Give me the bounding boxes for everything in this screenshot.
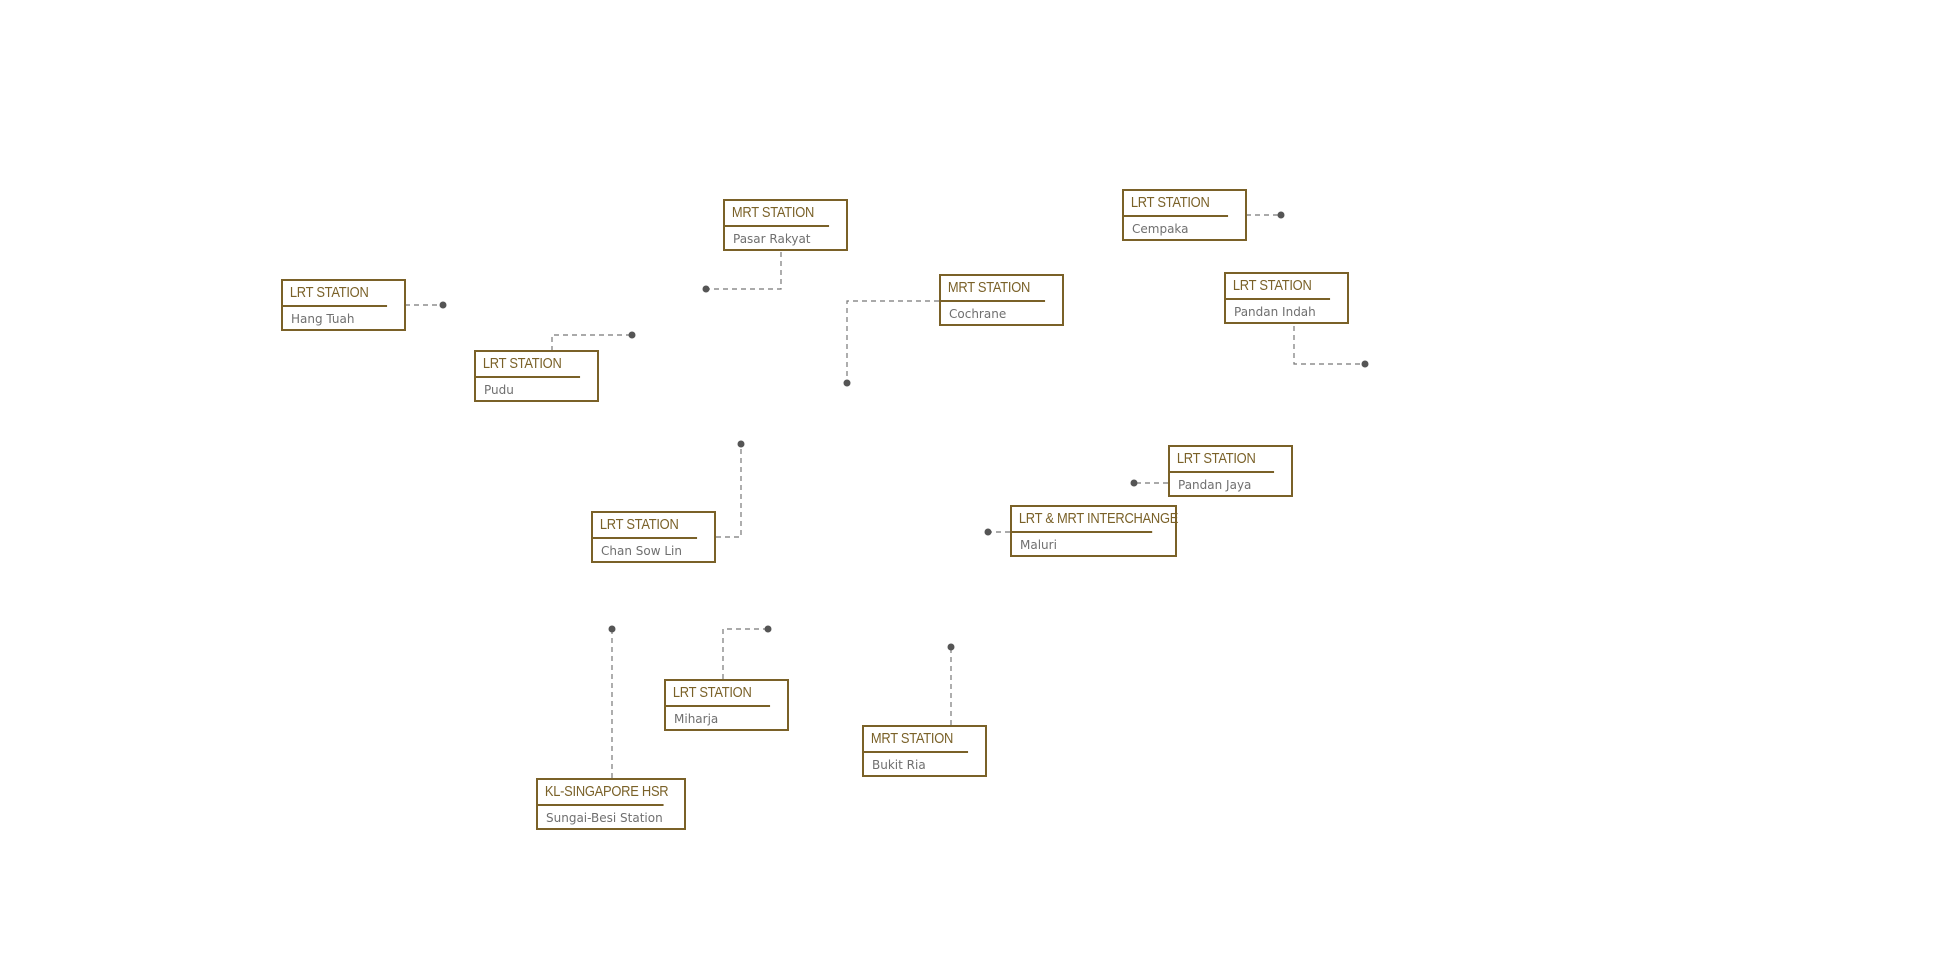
station-name-label: Pandan Jaya (1178, 478, 1252, 492)
station-marker-hang-tuah[interactable] (439, 301, 447, 309)
station-label-pudu[interactable]: LRT STATION Pudu (474, 350, 599, 402)
station-type-label: LRT STATION (1124, 191, 1229, 217)
station-label-hang-tuah[interactable]: LRT STATION Hang Tuah (281, 279, 406, 331)
station-type-label: LRT STATION (593, 513, 698, 539)
station-name-label: Bukit Ria (872, 758, 926, 772)
station-type-label: LRT & MRT INTERCHANGE (1012, 507, 1178, 533)
station-type-label: KL-SINGAPORE HSR (538, 780, 669, 806)
station-label-pandan-indah[interactable]: LRT STATION Pandan Indah (1224, 272, 1349, 324)
station-name-label: Sungai-Besi Station (546, 811, 663, 825)
station-type-label: LRT STATION (1226, 274, 1331, 300)
station-name-label: Hang Tuah (291, 312, 355, 326)
station-label-bukit-ria[interactable]: MRT STATION Bukit Ria (862, 725, 987, 777)
station-marker-miharja[interactable] (764, 625, 772, 633)
station-type-label: MRT STATION (941, 276, 1046, 302)
station-marker-pasar-rakyat[interactable] (702, 285, 710, 293)
station-marker-pandan-indah[interactable] (1361, 360, 1369, 368)
station-type-label: LRT STATION (1170, 447, 1275, 473)
station-name-label: Cochrane (949, 307, 1007, 321)
station-marker-maluri[interactable] (984, 528, 992, 536)
station-type-label: LRT STATION (283, 281, 388, 307)
station-label-pasar-rakyat[interactable]: MRT STATION Pasar Rakyat (723, 199, 848, 251)
station-name-label: Chan Sow Lin (601, 544, 682, 558)
station-label-cochrane[interactable]: MRT STATION Cochrane (939, 274, 1064, 326)
station-marker-cempaka[interactable] (1277, 211, 1285, 219)
station-marker-bukit-ria[interactable] (947, 643, 955, 651)
station-name-label: Cempaka (1132, 222, 1189, 236)
station-name-label: Maluri (1020, 538, 1057, 552)
station-type-label: LRT STATION (476, 352, 581, 378)
station-type-label: MRT STATION (725, 201, 830, 227)
station-label-cempaka[interactable]: LRT STATION Cempaka (1122, 189, 1247, 241)
station-label-miharja[interactable]: LRT STATION Miharja (664, 679, 789, 731)
station-name-label: Pudu (484, 383, 514, 397)
station-marker-pandan-jaya[interactable] (1130, 479, 1138, 487)
station-name-label: Pasar Rakyat (733, 232, 811, 246)
leader-line-miharja (722, 628, 768, 679)
station-name-label: Miharja (674, 712, 719, 726)
station-marker-chan-sow-lin[interactable] (737, 440, 745, 448)
leader-line-pudu (551, 334, 632, 351)
station-label-chan-sow-lin[interactable]: LRT STATION Chan Sow Lin (591, 511, 716, 563)
station-label-maluri[interactable]: LRT & MRT INTERCHANGE Maluri (1010, 505, 1178, 557)
station-name-label: Pandan Indah (1234, 305, 1316, 319)
leader-line-cochrane (846, 300, 939, 383)
station-label-pandan-jaya[interactable]: LRT STATION Pandan Jaya (1168, 445, 1293, 497)
leader-line-pasar-rakyat (706, 252, 782, 290)
station-marker-pudu[interactable] (628, 331, 636, 339)
station-type-label: LRT STATION (666, 681, 771, 707)
leader-line-pandan-indah (1293, 326, 1365, 365)
station-marker-cochrane[interactable] (843, 379, 851, 387)
station-label-sungai-besi[interactable]: KL-SINGAPORE HSR Sungai-Besi Station (536, 778, 686, 830)
leader-line-chan-sow-lin (716, 444, 742, 538)
station-marker-sungai-besi[interactable] (608, 625, 616, 633)
station-type-label: MRT STATION (864, 727, 969, 753)
